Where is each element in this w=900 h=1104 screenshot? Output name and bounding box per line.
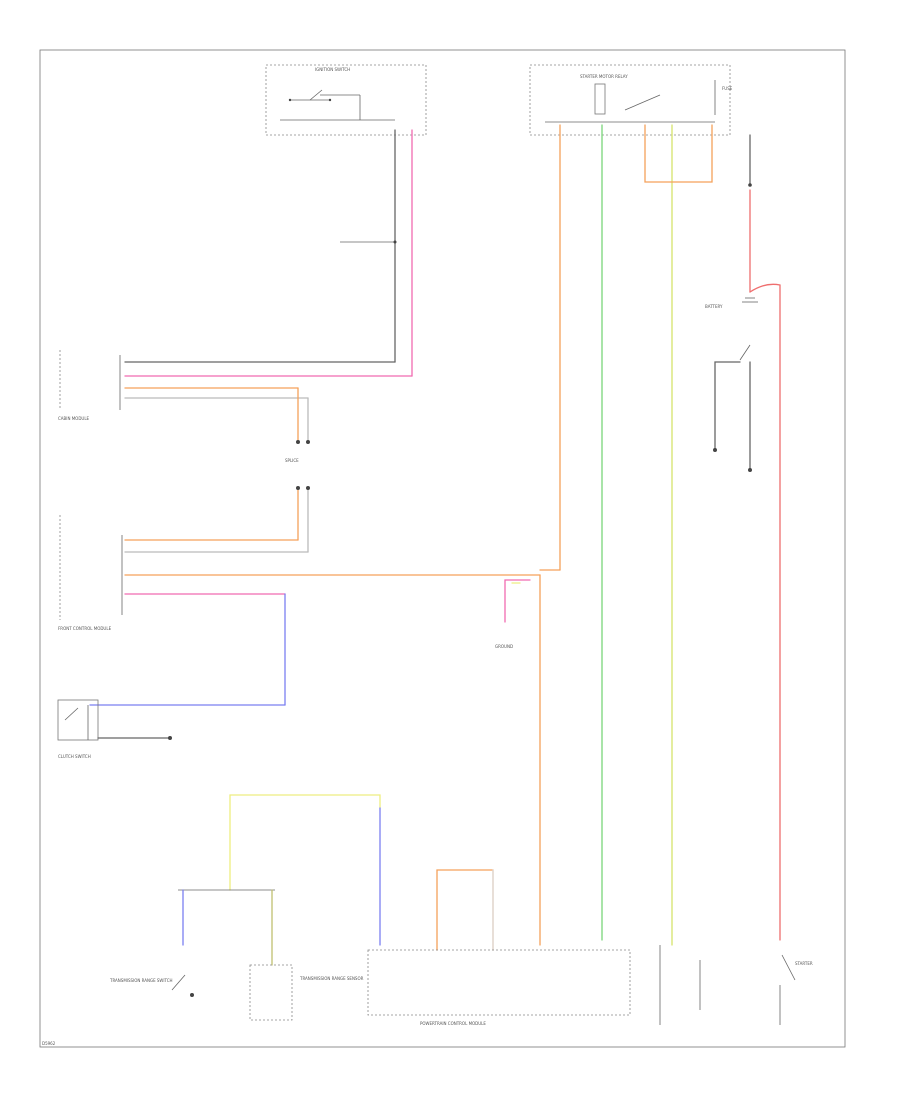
starter-relay-label: STARTER MOTOR RELAY: [580, 74, 628, 79]
wire-bat-left: [714, 361, 741, 451]
trans-range-switch-label: TRANSMISSION RANGE SWITCH: [109, 978, 173, 983]
front-control-module-label: FRONT CONTROL MODULE: [58, 626, 112, 631]
clutch-switch-label: CLUTCH SWITCH: [58, 754, 91, 759]
cabin-module: CABIN MODULE: [58, 350, 121, 421]
wire-relay-loop: [644, 124, 713, 183]
powertrain-control-module: POWERTRAIN CONTROL MODULE: [367, 949, 631, 1026]
diagram-frame: [39, 49, 846, 1048]
front-control-module: FRONT CONTROL MODULE: [58, 515, 123, 631]
battery: [742, 297, 758, 303]
trans-range-switch: TRANSMISSION RANGE SWITCH: [109, 974, 194, 997]
trans-range-sensor: TRANSMISSION RANGE SENSOR: [249, 964, 364, 1021]
wire-red-loop: [749, 283, 781, 941]
starter: STARTER: [779, 954, 813, 1025]
battery-switch: [739, 344, 751, 361]
wire-trans-yellow: [229, 794, 381, 891]
footer-label: D5962: [42, 1041, 56, 1046]
fuse: FUSE: [714, 80, 733, 115]
starter-label: STARTER: [795, 961, 813, 966]
pcm-label: POWERTRAIN CONTROL MODULE: [420, 1021, 486, 1026]
ignition-switch-label: IGNITION SWITCH: [315, 67, 350, 72]
clutch-switch: CLUTCH SWITCH: [57, 699, 99, 759]
battery-label: BATTERY: [705, 304, 723, 309]
splice-label: SPLICE: [285, 458, 299, 463]
starter-motor-relay: STARTER MOTOR RELAY: [529, 64, 731, 136]
fuse-label: FUSE: [722, 86, 733, 91]
cabin-module-label: CABIN MODULE: [58, 416, 90, 421]
wire-pcm-orange-loop: [436, 869, 494, 951]
ignition-switch: IGNITION SWITCH: [265, 64, 427, 136]
ground-label-1: GROUND: [495, 644, 513, 649]
wire-splice-small: [504, 579, 531, 623]
trans-range-sensor-label: TRANSMISSION RANGE SENSOR: [299, 976, 364, 981]
